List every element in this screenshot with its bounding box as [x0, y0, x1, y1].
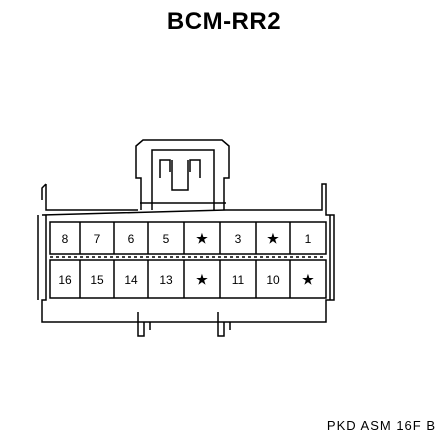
pin-grid-bottom	[49, 259, 327, 299]
no-pin-star: ★	[302, 272, 314, 287]
no-pin-star: ★	[196, 272, 208, 287]
no-pin-star: ★	[267, 231, 279, 246]
part-code: PKD ASM 16F B	[326, 418, 436, 433]
pin-label: 16	[58, 273, 72, 287]
pin-label: 11	[232, 273, 245, 287]
bottom-tab-right	[217, 312, 231, 337]
latch-inner	[151, 149, 215, 210]
connector-title: BCM-RR2	[166, 8, 282, 35]
top-row-pins: 8 7 6 5 ★ 3 ★ 1	[62, 231, 312, 246]
bottom-tab-left	[137, 312, 151, 337]
pin-grid-dividers	[79, 222, 291, 298]
no-pin-star: ★	[196, 231, 208, 246]
pin-label: 7	[94, 232, 101, 246]
pin-label: 3	[235, 232, 242, 246]
pin-label: 1	[305, 232, 312, 246]
pin-label: 13	[159, 273, 173, 287]
latch-clip	[159, 159, 201, 191]
pin-label: 10	[266, 273, 280, 287]
latch-outline	[135, 139, 230, 210]
pin-label: 14	[124, 273, 138, 287]
housing-outline	[41, 183, 335, 323]
pin-label: 6	[128, 232, 135, 246]
pin-label: 5	[163, 232, 170, 246]
pin-label: 15	[90, 273, 104, 287]
bottom-row-pins: 16 15 14 13 ★ 11 10 ★	[58, 272, 314, 287]
pin-label: 8	[62, 232, 69, 246]
pin-grid-top	[49, 221, 327, 255]
